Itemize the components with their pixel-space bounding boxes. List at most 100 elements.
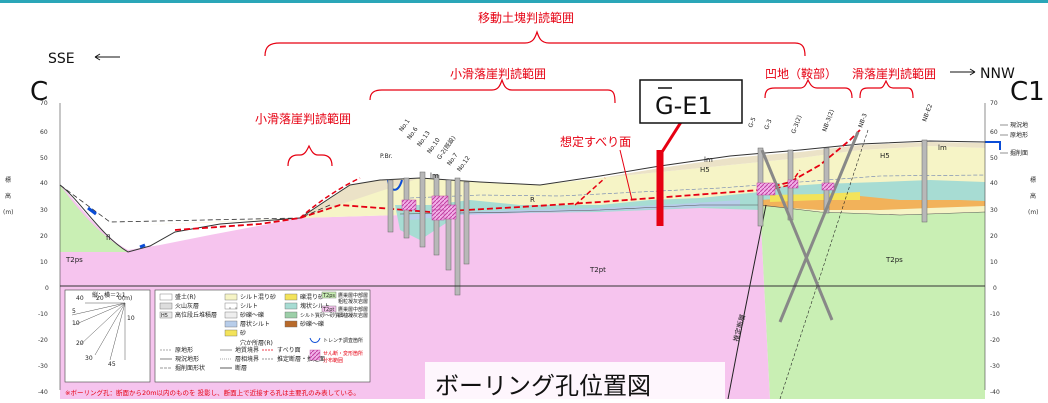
trench-mark — [985, 141, 1001, 150]
range-label-hollow: 凹地（鞍部） — [765, 66, 837, 81]
svg-text:H5: H5 — [880, 152, 890, 160]
top-accent-bar — [0, 0, 1048, 3]
svg-text:30: 30 — [40, 207, 48, 214]
fault-line — [727, 204, 767, 400]
svg-text:NB-3(2): NB-3(2) — [821, 109, 835, 133]
svg-text:掘削面: 掘削面 — [1010, 149, 1028, 157]
svg-text:鷹巣層中部層: 鷹巣層中部層 — [338, 292, 368, 299]
svg-text:0(m): 0(m) — [118, 295, 132, 302]
svg-text:No.6: No.6 — [406, 126, 420, 141]
svg-text:T2ps: T2ps — [885, 256, 903, 264]
svg-text:-10: -10 — [38, 311, 48, 318]
svg-text:シルト混り砂: シルト混り砂 — [240, 293, 276, 301]
svg-text:No.7: No.7 — [446, 152, 460, 167]
svg-text:G-3: G-3 — [763, 118, 773, 131]
svg-text:G-3(2): G-3(2) — [790, 114, 803, 134]
svg-text:せん断・変形箇所: せん断・変形箇所 — [323, 350, 363, 357]
direction-right: NNW — [980, 66, 1015, 82]
svg-text:lm: lm — [938, 144, 947, 152]
shear-zones — [401, 179, 835, 221]
slip-surface-leader — [619, 149, 633, 201]
svg-text:T2pt: T2pt — [322, 307, 334, 313]
svg-text:-40: -40 — [38, 389, 48, 396]
svg-text:穴か所層(R): 穴か所層(R) — [240, 339, 273, 347]
direction-left: SSE — [48, 51, 75, 67]
svg-text:原地形: 原地形 — [175, 346, 193, 354]
svg-text:P.Br.: P.Br. — [380, 153, 393, 160]
svg-text:20: 20 — [40, 233, 48, 240]
section-label-right: C1 — [1010, 77, 1045, 107]
range-label-moving-block: 移動土塊判読範囲 — [478, 10, 574, 25]
svg-text:高位段丘堆積層: 高位段丘堆積層 — [175, 311, 217, 319]
t2ps-right-layer — [760, 205, 985, 399]
inclined-boreholes — [760, 131, 860, 323]
svg-text:60: 60 — [990, 129, 998, 136]
y-axis-label-right: 標 高 (m) — [1028, 176, 1039, 216]
svg-text:H5: H5 — [700, 166, 710, 174]
svg-text:火山灰層: 火山灰層 — [175, 302, 199, 310]
svg-text:砂礫～礫: 砂礫～礫 — [300, 320, 324, 328]
slip-surface-branch — [299, 177, 361, 219]
svg-text:-20: -20 — [38, 337, 48, 344]
svg-text:R: R — [530, 196, 535, 204]
legend: 盛土(R) 火山灰層 H5 高位段丘堆積層 シルト混り砂 シルト 砂礫～礫 層状… — [154, 289, 371, 383]
svg-text:(m): (m) — [3, 209, 14, 216]
svg-text:0: 0 — [993, 285, 997, 292]
footnote: ※ボーリング孔：断面から20m以内のものを 投影し、断面上で近接する孔は主要孔の… — [65, 388, 360, 397]
svg-text:H5: H5 — [161, 313, 168, 319]
svg-text:40: 40 — [76, 295, 84, 302]
svg-text:NB-3: NB-3 — [857, 112, 869, 128]
svg-text:鷹巣層中部層: 鷹巣層中部層 — [338, 306, 368, 313]
borehole-labels: P.Br. No.1 No.6 No.13 No.10 G-2(既設) No.7… — [380, 103, 934, 173]
svg-text:40: 40 — [40, 180, 48, 187]
svg-text:NB-E2: NB-E2 — [921, 103, 934, 123]
svg-text:G-5: G-5 — [747, 116, 757, 129]
range-label-cliff-right: 滑落崖判読範囲 — [852, 66, 936, 81]
svg-text:すべり面: すべり面 — [277, 347, 301, 354]
svg-text:70: 70 — [990, 100, 998, 107]
svg-text:45: 45 — [108, 361, 116, 368]
svg-text:原地形: 原地形 — [1010, 131, 1028, 139]
svg-text:標: 標 — [1030, 176, 1036, 184]
right-notes: 現況地 原地形 掘削面 — [1000, 121, 1028, 157]
svg-text:20: 20 — [990, 233, 998, 240]
svg-text:0: 0 — [45, 285, 49, 292]
teal-band-center — [395, 192, 760, 240]
section-label-left: C — [30, 77, 48, 107]
t2ps-left-layer — [60, 185, 128, 252]
svg-text:60: 60 — [40, 129, 48, 136]
svg-text:30: 30 — [85, 355, 93, 362]
scale-box: 縦：横＝2:1 40 20 0(m) 5 10 10 20 30 45 — [64, 289, 151, 383]
trench-mark — [139, 243, 146, 249]
y-ticks: 70 60 50 40 30 20 10 0 -10 -20 -30 -40 — [38, 100, 49, 396]
slip-surface-label: 想定すべり面 — [560, 134, 631, 149]
svg-text:推定断層・推定面: 推定断層・推定面 — [277, 355, 325, 363]
svg-text:T2ps: T2ps — [322, 293, 335, 299]
svg-text:砂礫～礫: 砂礫～礫 — [240, 311, 264, 319]
svg-text:粗粒凝灰岩層: 粗粒凝灰岩層 — [338, 298, 368, 305]
svg-text:断層: 断層 — [235, 364, 247, 372]
svg-text:10: 10 — [40, 259, 48, 266]
svg-text:-40: -40 — [990, 389, 1000, 396]
slip-surface — [174, 129, 861, 231]
range-label-small-cliff-left: 小滑落崖判読範囲 — [255, 111, 351, 126]
caption: ボーリング孔位置図 — [435, 372, 651, 399]
svg-text:20: 20 — [96, 295, 104, 302]
range-brackets — [264, 30, 914, 167]
slip-surface-branch — [574, 177, 606, 206]
svg-text:標: 標 — [5, 176, 11, 184]
svg-text:層状シルト: 層状シルト — [240, 320, 270, 328]
svg-text:シルト質砂～砂質シルト: シルト質砂～砂質シルト — [300, 312, 355, 319]
svg-text:5: 5 — [72, 308, 76, 315]
svg-text:シルト: シルト — [240, 303, 258, 310]
original-terrain-dashed — [59, 184, 331, 223]
svg-text:-10: -10 — [990, 311, 1000, 318]
svg-text:掘削面形状: 掘削面形状 — [175, 364, 205, 372]
svg-text:10: 10 — [990, 259, 998, 266]
svg-text:T2pt: T2pt — [589, 266, 606, 274]
caption-box — [425, 362, 725, 399]
svg-text:トレンチ調査箇所: トレンチ調査箇所 — [323, 337, 363, 344]
svg-text:塊状シルト: 塊状シルト — [300, 302, 330, 310]
